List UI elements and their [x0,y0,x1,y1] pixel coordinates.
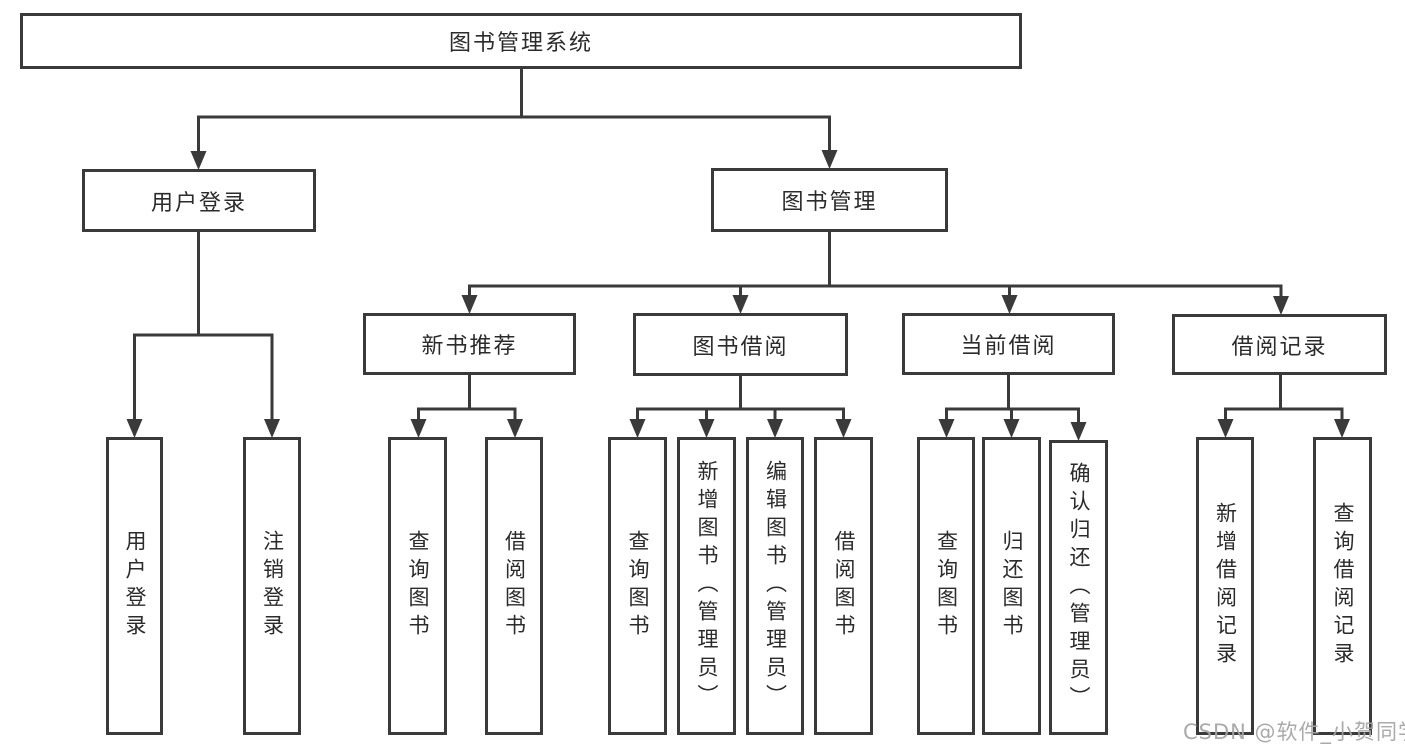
node-book-management: 图书管理 [711,168,948,232]
node-root-label: 图书管理系统 [448,31,593,56]
node-new-book-recommend-label: 新书推荐 [421,334,518,359]
node-new-book-recommend: 新书推荐 [363,313,576,375]
leaf-user-login: 用户登录 [106,437,163,735]
leaf-add-borrow-record: 新增借阅记录 [1196,437,1254,735]
leaf-query-books-borrow: 查询图书 [608,437,667,735]
arrowhead-icon [264,419,280,438]
leaf-return-books: 归还图书 [982,437,1041,735]
arrowhead-icon [1003,419,1020,438]
leaf-confirm-return-admin: 确认归还（管理员） [1049,440,1108,735]
arrowhead-icon [1334,419,1350,438]
leaf-label: 注销登录 [260,530,285,642]
arrowhead-icon [190,151,207,170]
leaf-label: 新增借阅记录 [1213,502,1238,670]
watermark: CSDN @软件_小贺同学 [1183,720,1405,744]
leaf-edit-books-admin: 编辑图书（管理员） [746,437,804,735]
arrowhead-icon [629,419,646,438]
arrowhead-icon [1001,295,1018,314]
leaf-label: 编辑图书（管理员） [763,460,788,712]
leaf-label: 新增图书（管理员） [695,460,719,712]
node-user-login-label: 用户登录 [150,190,247,216]
leaf-logout: 注销登录 [243,437,301,735]
node-book-management-label: 图书管理 [781,190,878,215]
node-root: 图书管理系统 [20,13,1022,69]
arrowhead-icon [410,419,427,438]
arrowhead-icon [821,150,838,169]
leaf-query-books-current: 查询图书 [917,437,975,735]
leaf-add-books-admin: 新增图书（管理员） [677,437,736,735]
leaf-label: 借阅图书 [832,530,856,642]
leaf-label: 查询借阅记录 [1331,502,1355,670]
arrowhead-icon [835,419,852,438]
arrowhead-icon [767,419,783,438]
leaf-label: 借阅图书 [502,530,527,642]
leaf-label: 查询图书 [406,530,430,642]
node-user-login: 用户登录 [82,169,316,232]
leaf-label: 查询图书 [934,530,959,642]
leaf-label: 查询图书 [626,530,650,642]
leaf-query-books-new: 查询图书 [388,437,447,735]
arrowhead-icon [126,419,143,438]
node-current-borrow: 当前借阅 [902,313,1115,375]
leaf-label: 确认归还（管理员） [1067,461,1091,714]
leaf-label: 归还图书 [1000,530,1024,642]
arrowhead-icon [1217,419,1234,438]
arrowhead-icon [732,295,749,314]
node-book-borrow-label: 图书借阅 [692,334,789,360]
arrowhead-icon [698,419,715,438]
arrowhead-icon [938,419,955,438]
arrowhead-icon [507,419,523,438]
leaf-query-borrow-record: 查询借阅记录 [1313,437,1372,735]
arrowhead-icon [1070,422,1087,441]
node-book-borrow: 图书借阅 [633,313,848,376]
arrowhead-icon [461,295,478,314]
node-borrow-records: 借阅记录 [1172,314,1387,375]
node-borrow-records-label: 借阅记录 [1231,334,1328,360]
leaf-label: 用户登录 [123,530,147,642]
arrowhead-icon [1273,296,1289,315]
leaf-borrow-books-new: 借阅图书 [485,437,543,735]
leaf-borrow-books: 借阅图书 [814,437,873,735]
node-current-borrow-label: 当前借阅 [960,334,1057,359]
